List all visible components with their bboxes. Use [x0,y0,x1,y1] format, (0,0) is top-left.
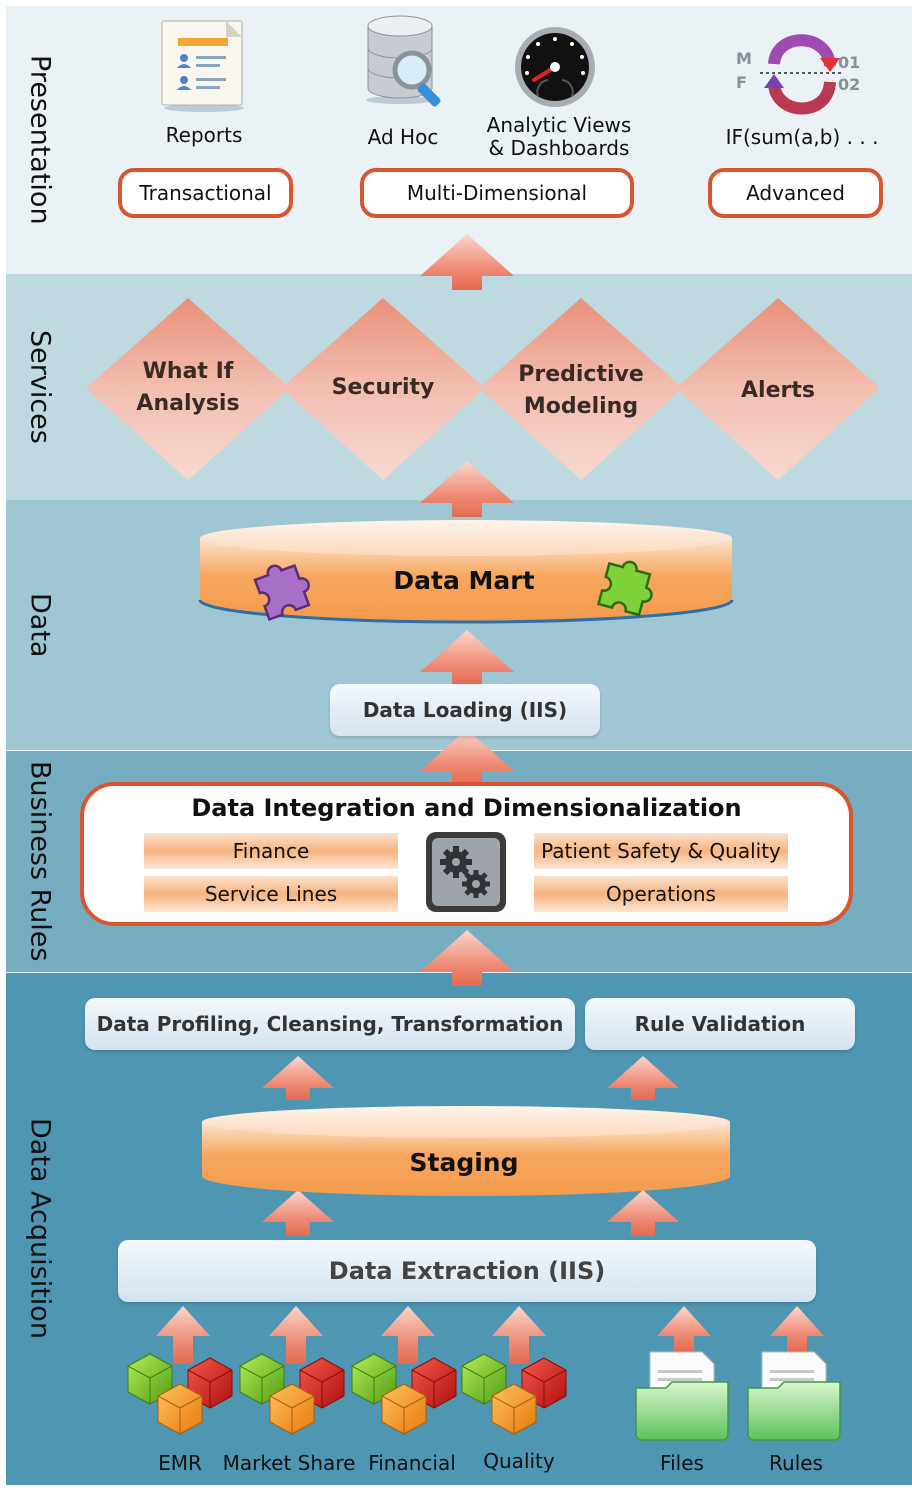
rule-item-operations: Operations [534,876,788,912]
cube-clusters [127,1353,567,1435]
arrow-up [420,930,514,986]
arrow-up [607,1190,679,1236]
formula-letter-m: M [736,49,752,68]
layer-label-presentation: Presentation [24,55,56,225]
rule-item-service-lines: Service Lines [144,876,398,912]
source-cubes-icon [351,1353,457,1435]
layer-label-data: Data [24,592,56,658]
report-icon [161,20,244,112]
source-cubes-icon [461,1353,567,1435]
category-multi-dimensional: Multi-Dimensional [360,168,634,218]
service-diamond-security [281,298,485,480]
formula-cycle-icon: M F 01 02 [736,34,860,115]
arrow-up [420,729,514,785]
data-integration-title: Data Integration and Dimensionalization [191,794,742,822]
arrow-up [156,1306,210,1364]
arrow-up [269,1306,323,1364]
data-profiling-box: Data Profiling, Cleansing, Transformatio… [85,998,575,1050]
service-diamond-what-if [86,298,290,480]
rule-validation-box: Rule Validation [585,998,855,1050]
layer-label-business-rules: Business Rules [24,760,56,962]
data-loading-box: Data Loading (IIS) [330,684,600,736]
arrow-up [420,630,514,686]
formula-number-01: 01 [838,53,860,72]
arrow-up [262,1056,334,1100]
data-mart-cylinder [198,520,734,624]
arrow-up [770,1306,824,1352]
arrow-up [262,1190,334,1236]
formula-letter-f: F [736,73,747,92]
dashboard-gauge-icon [515,27,595,107]
arrow-up [381,1306,435,1364]
puzzle-piece-purple-icon [253,563,311,621]
layer-label-data-acquisition: Data Acquisition [24,1117,56,1339]
layer-label-services: Services [24,330,56,444]
presentation-layer [6,6,912,274]
service-diamond-alerts [676,298,880,480]
tool-label-ad-hoc: Ad Hoc [367,125,439,149]
arrow-up [607,1056,679,1100]
gears-icon [426,832,506,912]
rule-item-patient-safety-quality: Patient Safety & Quality [534,833,788,869]
folder-files-icon [635,1351,729,1441]
arrow-up [492,1306,546,1364]
staging-cylinder [202,1106,730,1196]
arrow-up [657,1306,711,1352]
source-cubes-icon [239,1353,345,1435]
source-label-quality: Quality [483,1449,555,1473]
source-label-files: Files [660,1451,704,1475]
service-diamonds [86,298,880,480]
formula-number-02: 02 [838,75,860,94]
service-alerts: Alerts [741,378,815,403]
tool-label-reports: Reports [165,123,243,147]
category-advanced: Advanced [708,168,883,218]
puzzle-piece-green-icon [596,560,653,617]
source-label-emr: EMR [158,1451,202,1475]
service-diamond-predictive [479,298,683,480]
folder-rules-icon [747,1351,841,1441]
tool-label-analytic-views: Analytic Views & Dashboards [486,113,632,160]
arrow-up [420,234,514,290]
source-label-financial: Financial [368,1451,456,1475]
staging-label: Staging [409,1148,519,1177]
source-cubes-icon [127,1353,233,1435]
rule-item-finance: Finance [144,833,398,869]
database-search-icon [366,15,441,107]
data-extraction-box: Data Extraction (IIS) [118,1240,816,1302]
source-label-market-share: Market Share [222,1451,356,1475]
data-mart-label: Data Mart [393,566,535,595]
service-security: Security [331,375,435,400]
source-label-rules: Rules [769,1451,823,1475]
arrow-up [420,461,514,517]
category-transactional: Transactional [118,168,293,218]
tool-label-formula: IF(sum(a,b) . . . [725,125,879,149]
